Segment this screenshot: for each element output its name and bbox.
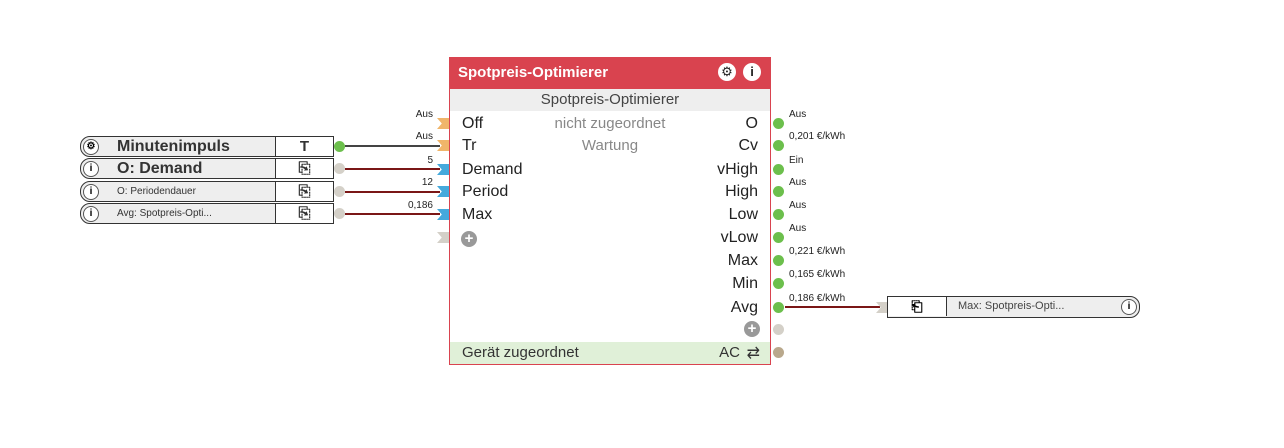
input-connector[interactable] [437, 164, 449, 175]
output-pin-vhigh: vHigh [717, 161, 758, 178]
gear-icon[interactable]: ⚙ [718, 63, 736, 81]
status-maintenance: Wartung [581, 137, 639, 154]
output-value: Aus [789, 200, 807, 211]
output-value: Aus [789, 177, 807, 188]
output-connector[interactable] [773, 302, 784, 313]
input-value: 0,186 [407, 200, 433, 211]
input-pin-period: Period [462, 183, 509, 200]
output-icon: ⎗ [888, 297, 947, 316]
source-output-dot[interactable] [334, 186, 345, 197]
output-value: 0,165 €/kWh [789, 269, 846, 280]
input-connector[interactable] [437, 118, 449, 129]
input-value: 12 [421, 177, 433, 188]
info-icon[interactable]: i [83, 184, 99, 200]
output-block[interactable]: ⎗ Max: Spotpreis-Opti... i [887, 296, 1140, 318]
input-source-3[interactable]: i Avg: Spotpreis-Opti... ⎘ [80, 202, 334, 224]
input-source-1[interactable]: i O: Demand ⎘ [80, 157, 334, 179]
input-value: 5 [427, 155, 433, 166]
input-connector[interactable] [437, 140, 449, 151]
output-connector[interactable] [773, 209, 784, 220]
footer-ac: AC [719, 344, 740, 361]
output-pin-vlow: vLow [720, 229, 758, 246]
source-label: Minutenimpuls [117, 138, 230, 155]
input-pin-demand: Demand [462, 161, 523, 178]
output-pin-avg: Avg [730, 299, 758, 316]
output-value: 0,221 €/kWh [789, 246, 846, 257]
wire-max [345, 213, 440, 215]
source-label: Avg: Spotpreis-Opti... [117, 208, 212, 219]
input-value: Aus [415, 109, 433, 120]
status-assignment: nicht zugeordnet [554, 115, 666, 132]
spotpreis-optimierer-block[interactable]: Spotpreis-Optimierer ⚙ i Spotpreis-Optim… [449, 57, 771, 365]
output-block-input[interactable] [876, 302, 888, 313]
source-output-dot[interactable] [334, 141, 345, 152]
output-value: Aus [789, 223, 807, 234]
output-connector[interactable] [773, 278, 784, 289]
empty-input-connector[interactable] [437, 232, 449, 243]
input-connector[interactable] [437, 209, 449, 220]
output-pin-cv: Cv [738, 137, 758, 154]
info-icon[interactable]: i [743, 63, 761, 81]
gear-icon[interactable]: ⚙ [83, 139, 99, 155]
output-connector[interactable] [773, 255, 784, 266]
output-connector[interactable] [773, 118, 784, 129]
block-subtitle: Spotpreis-Optimierer [450, 89, 770, 111]
input-icon: ⎘ [275, 180, 334, 202]
trigger-cell: T [275, 135, 334, 157]
info-icon[interactable]: i [83, 206, 99, 222]
output-pin-o: O [745, 115, 758, 132]
output-connector[interactable] [773, 186, 784, 197]
input-connector[interactable] [437, 186, 449, 197]
info-icon[interactable]: i [1121, 299, 1137, 315]
input-pin-max: Max [462, 206, 493, 223]
info-icon[interactable]: i [83, 161, 99, 177]
source-output-dot[interactable] [334, 208, 345, 219]
add-input-icon[interactable]: + [461, 231, 477, 247]
wire-period [345, 191, 440, 193]
ac-connector[interactable] [773, 347, 784, 358]
output-block-label: Max: Spotpreis-Opti... [958, 300, 1065, 312]
output-value: 0,201 €/kWh [789, 131, 846, 142]
footer-label: Gerät zugeordnet [462, 344, 579, 361]
output-pin-min: Min [732, 275, 758, 292]
input-source-2[interactable]: i O: Periodendauer ⎘ [80, 180, 334, 202]
input-icon: ⎘ [275, 157, 334, 179]
empty-output-connector[interactable] [773, 324, 784, 335]
output-pin-low: Low [728, 206, 758, 223]
output-pin-max: Max [727, 252, 758, 269]
wire-trigger [345, 145, 440, 147]
input-pin-tr: Tr [462, 137, 477, 154]
wire-demand [345, 168, 440, 170]
add-output-icon[interactable]: + [744, 321, 760, 337]
output-connector[interactable] [773, 140, 784, 151]
output-pin-high: High [725, 183, 758, 200]
block-footer: Gerät zugeordnet AC ⇄ [450, 342, 770, 364]
input-value: Aus [415, 131, 433, 142]
wire-avg-out [785, 306, 880, 308]
source-output-dot[interactable] [334, 163, 345, 174]
output-value: Ein [789, 155, 804, 166]
swap-arrows-icon[interactable]: ⇄ [746, 345, 760, 362]
output-value: Aus [789, 109, 807, 120]
block-title: Spotpreis-Optimierer [458, 64, 609, 81]
output-connector[interactable] [773, 164, 784, 175]
output-value: 0,186 €/kWh [789, 293, 846, 304]
source-label: O: Periodendauer [117, 186, 196, 197]
input-icon: ⎘ [275, 202, 334, 224]
input-pin-off: Off [462, 115, 484, 132]
output-connector[interactable] [773, 232, 784, 243]
input-source-0[interactable]: ⚙ Minutenimpuls T [80, 135, 334, 157]
source-label: O: Demand [117, 160, 203, 177]
block-header[interactable]: Spotpreis-Optimierer ⚙ i [450, 58, 770, 89]
